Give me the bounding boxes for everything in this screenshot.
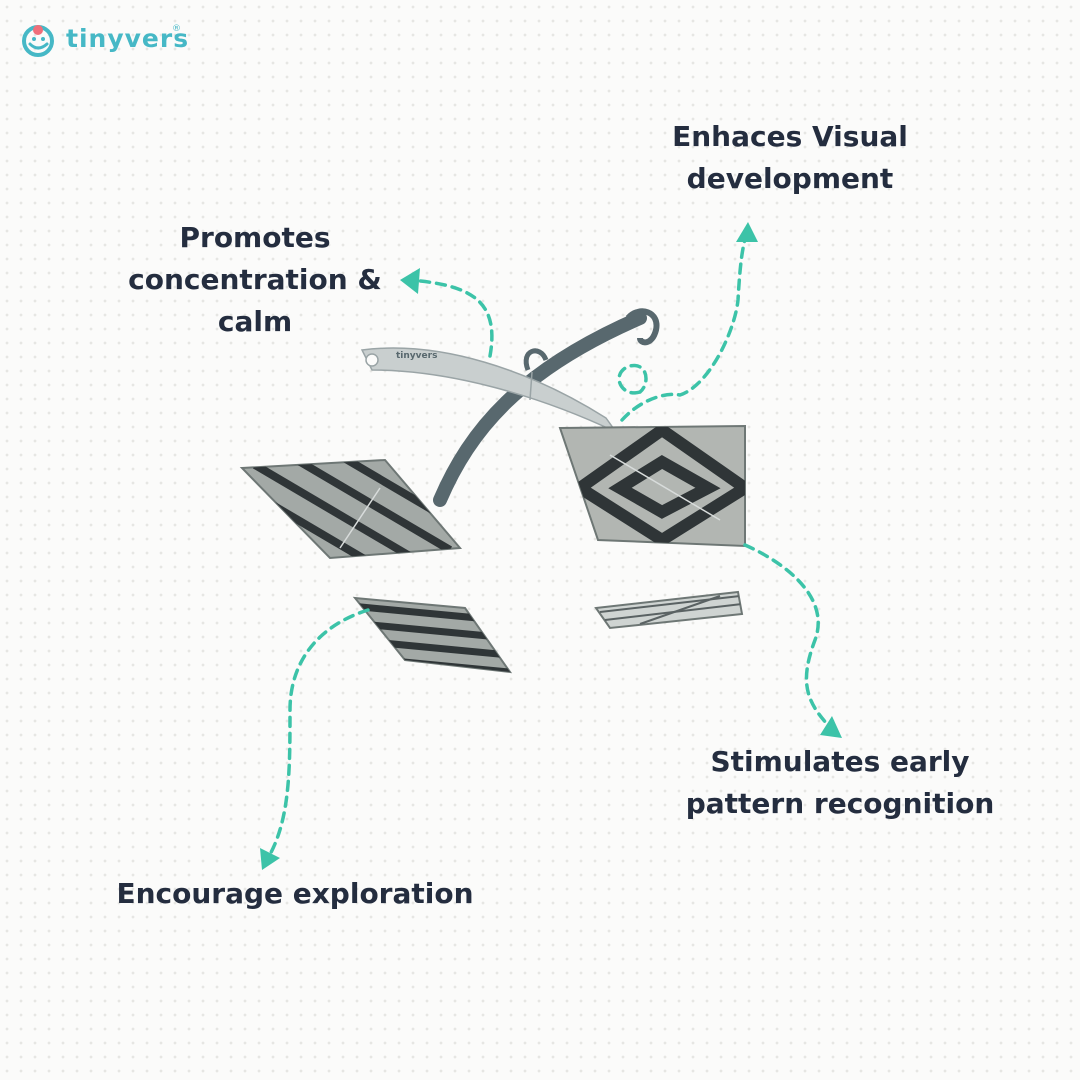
arrow-concentration [408, 278, 494, 358]
arrowhead-exploration [260, 848, 280, 870]
mobile-light-bar [360, 347, 619, 434]
mobile-print: tinyvers [396, 351, 437, 361]
callout-concentration: Promotes concentration & calm [100, 217, 410, 343]
card-nested-diamonds [558, 424, 746, 548]
registered-mark: ® [172, 24, 181, 34]
card-edge-view [594, 590, 744, 630]
brand-logo: tinyvers ® [20, 22, 190, 62]
callout-exploration: Encourage exploration [116, 877, 474, 910]
callout-concentration-line2: concentration & [128, 263, 382, 296]
arrowhead-concentration [400, 268, 420, 294]
brand-name: tinyvers [66, 24, 190, 53]
arrowhead-visual [736, 222, 758, 242]
callout-visual-line1: Enhaces Visual [672, 120, 908, 153]
callout-pattern-line2: pattern recognition [685, 787, 995, 820]
callout-visual: Enhaces Visual development [600, 116, 980, 200]
arrow-pattern [743, 543, 830, 727]
callout-visual-line2: development [686, 162, 894, 195]
baby-face-icon [22, 25, 54, 57]
callout-concentration-line1: Promotes [179, 221, 331, 254]
mobile-hook [523, 348, 549, 371]
callout-concentration-line3: calm [217, 305, 293, 338]
arrow-visual [617, 233, 748, 422]
mobile-dark-arm [433, 311, 647, 507]
arrowhead-pattern [820, 716, 842, 738]
callout-pattern: Stimulates early pattern recognition [650, 741, 1030, 825]
arrow-exploration [266, 608, 370, 860]
callout-pattern-line1: Stimulates early [710, 745, 970, 778]
